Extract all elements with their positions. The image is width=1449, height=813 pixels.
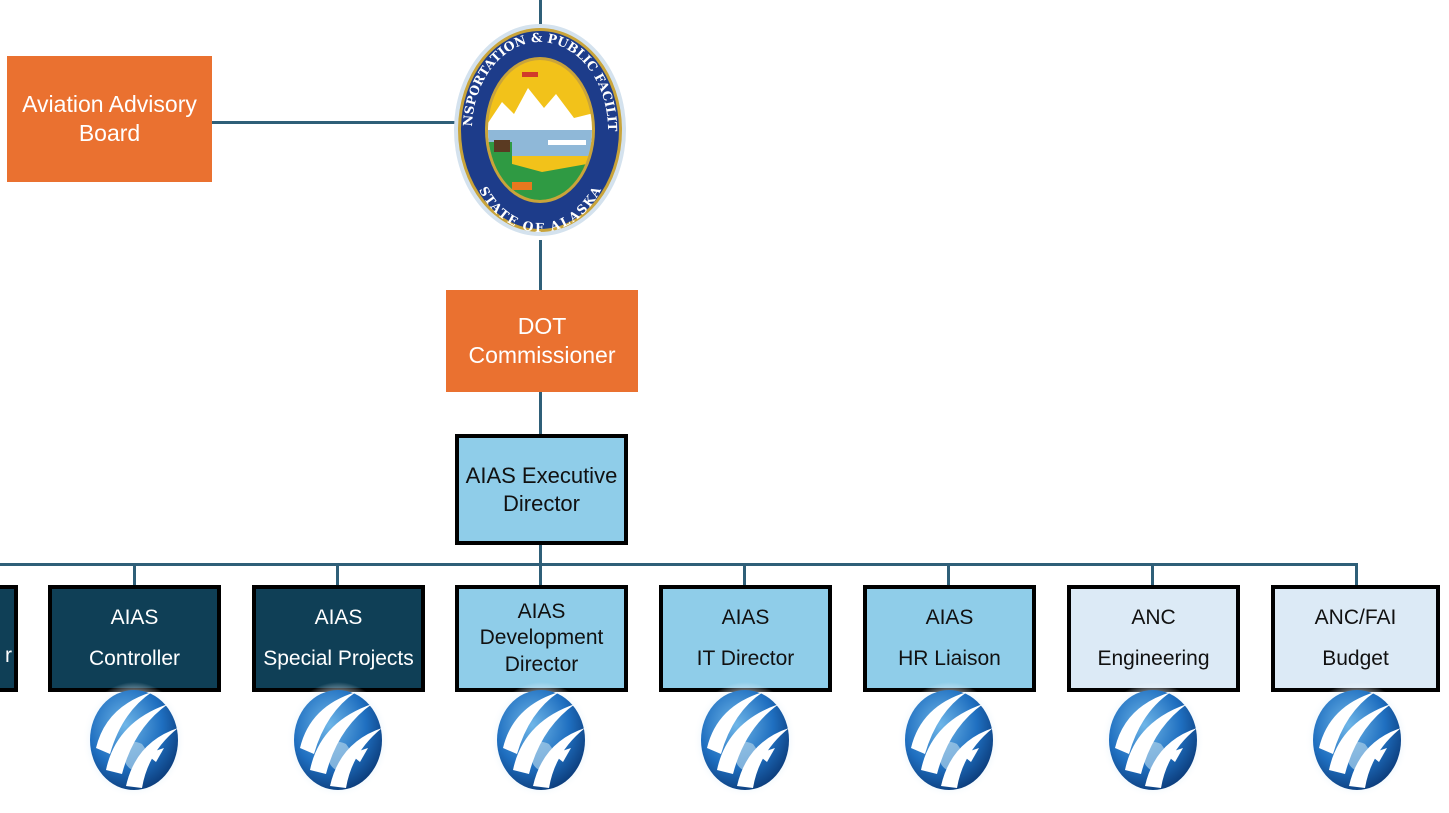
connector-drop xyxy=(539,563,542,585)
aias-globe-logo-icon xyxy=(693,682,797,796)
box-label: AIAS xyxy=(110,606,159,630)
box-label: Aviation Advisory xyxy=(22,91,197,118)
anc-engineering-box: ANC Engineering xyxy=(1067,585,1240,692)
connector-board-seal xyxy=(212,121,456,124)
aviation-advisory-board-box: Aviation Advisory Board xyxy=(7,56,212,182)
aias-development-director-box: AIAS Development Director xyxy=(455,585,628,692)
aias-globe-logo-icon xyxy=(1305,682,1409,796)
aias-it-director-box: AIAS IT Director xyxy=(659,585,832,692)
aias-globe-logo-icon xyxy=(82,682,186,796)
aias-controller-box: AIAS Controller xyxy=(48,585,221,692)
box-label: Board xyxy=(78,120,141,146)
connector-drop xyxy=(1355,563,1358,585)
aias-globe-logo-icon xyxy=(897,682,1001,796)
box-label: IT Director xyxy=(696,646,795,670)
box-label: AIAS xyxy=(721,606,770,630)
box-label: r xyxy=(5,644,12,668)
box-label: Special Projects xyxy=(263,646,414,670)
box-label: Engineering xyxy=(1097,646,1210,670)
aias-hr-liaison-box: AIAS HR Liaison xyxy=(863,585,1036,692)
box-label: Development xyxy=(479,626,604,650)
box-label: DOT xyxy=(517,313,567,340)
box-label: AIAS Executive xyxy=(465,463,618,488)
connector-bus xyxy=(0,563,1358,566)
connector-drop xyxy=(336,563,339,585)
aias-globe-logo-icon xyxy=(1101,682,1205,796)
aias-executive-director-box: AIAS Executive Director xyxy=(455,434,628,545)
connector-drop xyxy=(1151,563,1154,585)
box-label: AIAS xyxy=(925,606,974,630)
box-label: Director xyxy=(504,652,579,676)
dot-commissioner-box: DOT Commissioner xyxy=(446,290,638,392)
anc-fai-budget-box: ANC/FAI Budget xyxy=(1271,585,1440,692)
aias-globe-logo-icon xyxy=(286,682,390,796)
partial-department-box: r xyxy=(0,585,18,692)
connector-executive-bus xyxy=(539,545,542,565)
box-label: Budget xyxy=(1322,646,1389,670)
aias-special-projects-box: AIAS Special Projects xyxy=(252,585,425,692)
connector-drop xyxy=(947,563,950,585)
connector-drop xyxy=(743,563,746,585)
connector-top xyxy=(539,0,542,24)
alaska-dot-seal-icon: TRANSPORTATION & PUBLIC FACILITIES STATE… xyxy=(452,22,626,236)
aias-globe-logo-icon xyxy=(489,682,593,796)
box-label: AIAS xyxy=(517,600,566,624)
box-label: Commissioner xyxy=(468,342,616,368)
connector-commissioner-executive xyxy=(539,392,542,434)
box-label: Director xyxy=(502,490,580,516)
box-label: Controller xyxy=(88,646,181,670)
box-label: ANC xyxy=(1131,606,1176,630)
connector-drop xyxy=(133,563,136,585)
box-label: ANC/FAI xyxy=(1314,606,1397,630)
box-label: AIAS xyxy=(314,606,363,630)
box-label: HR Liaison xyxy=(898,646,1001,670)
connector-seal-commissioner xyxy=(539,240,542,290)
